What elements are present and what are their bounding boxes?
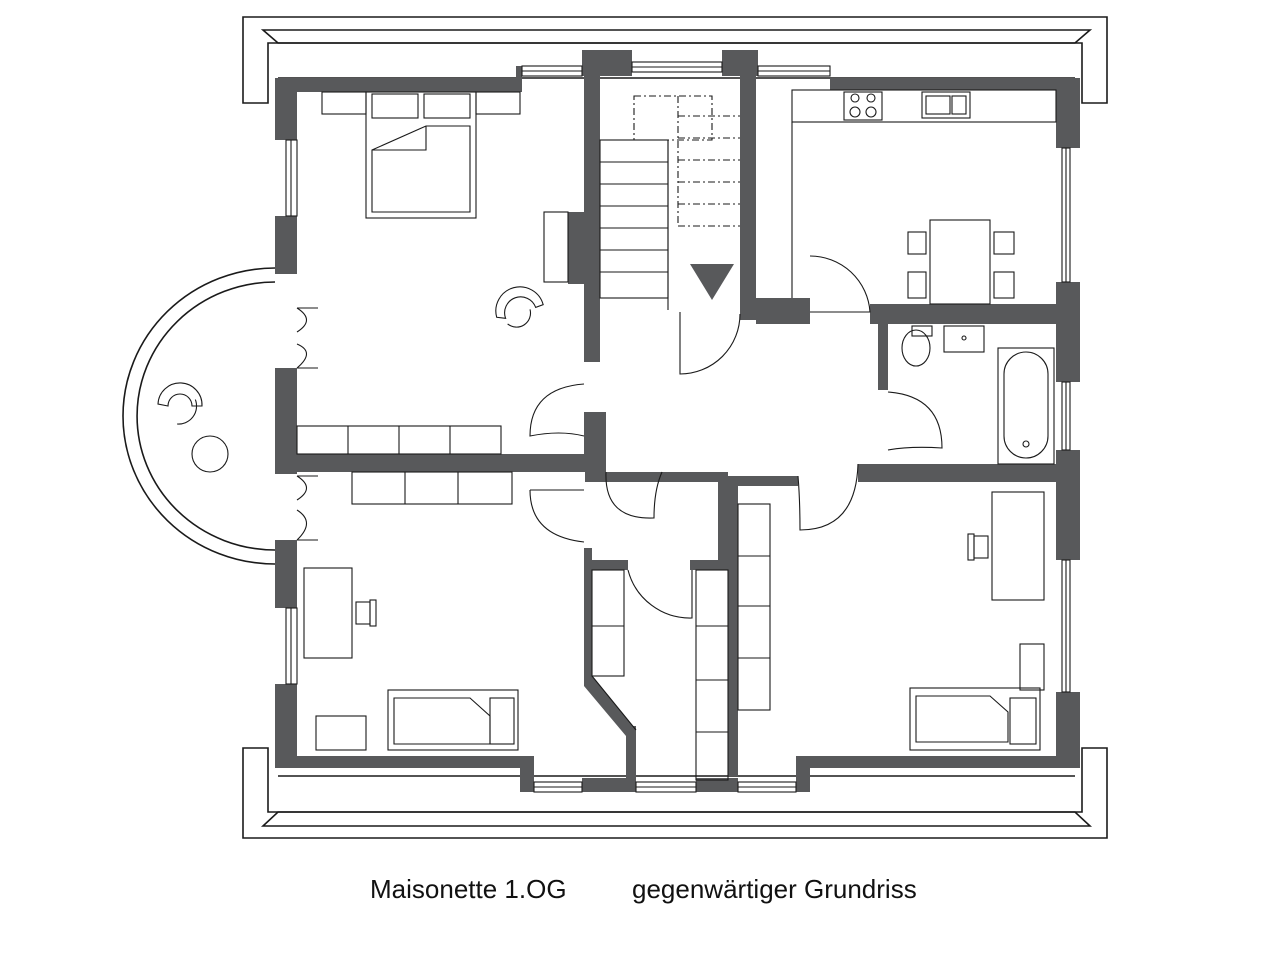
dining-table	[929, 219, 991, 305]
wardrobe-bottom	[351, 471, 513, 505]
wall-top-left	[275, 78, 520, 92]
wall-lower-right	[728, 476, 738, 776]
hall-closets	[591, 503, 771, 781]
shelf-right	[1019, 643, 1045, 691]
wall-left-mid2	[275, 368, 297, 474]
kitchen-counter	[791, 89, 1057, 123]
roof-eaves	[242, 16, 1108, 839]
wall-lower-left	[584, 548, 592, 678]
wall-bottom-bump-left	[520, 756, 534, 792]
wall-kitchen-bath	[870, 304, 1056, 324]
desk-chair-right	[967, 533, 989, 561]
balcony-table	[191, 435, 229, 473]
plan-title: Maisonette 1.OG	[370, 874, 567, 904]
balcony-doors	[296, 307, 318, 541]
bedroom-top-left	[296, 91, 569, 455]
desk-right	[991, 491, 1045, 601]
desk-left	[303, 567, 353, 659]
staircase	[599, 95, 740, 310]
wall-stair-left-lower	[584, 322, 600, 362]
wall-right-lower	[1056, 692, 1080, 768]
windows	[285, 61, 1071, 793]
wall-diagonal	[584, 676, 636, 780]
wall-bottom-right-bump	[796, 756, 810, 792]
wall-lower-left-top	[585, 472, 728, 482]
walls	[275, 50, 1080, 792]
bed-left	[387, 689, 519, 751]
wall-lower-center-top	[718, 476, 732, 570]
wall-lower-right-top	[728, 476, 798, 486]
wardrobe-top	[296, 425, 502, 455]
dining-chairs	[907, 231, 1015, 299]
wall-stair-right	[740, 76, 756, 320]
wall-stair-left	[584, 76, 600, 322]
kitchen	[791, 89, 1057, 305]
doors	[529, 255, 943, 619]
wall-left-mid1	[275, 216, 297, 274]
wall-stair-left-notch	[568, 212, 584, 284]
plan-subtitle: gegenwärtiger Grundriss	[632, 874, 917, 904]
wall-left-mid3	[275, 540, 297, 608]
balcony-chair	[157, 382, 203, 425]
wall-bedrooms-divider	[297, 454, 605, 472]
wall-closet-top-r	[690, 560, 738, 570]
bedroom-bottom-right	[909, 491, 1045, 751]
wall-top-bump-left	[516, 66, 522, 92]
toilet-icon	[901, 325, 933, 367]
wall-bath-bottom	[858, 464, 1056, 482]
nightstand-left	[315, 715, 367, 751]
bedroom-bottom-left	[303, 471, 519, 751]
bed-right	[909, 687, 1041, 751]
bathroom	[901, 325, 1055, 465]
wall-top-stair-r	[722, 50, 758, 76]
double-bed	[365, 91, 477, 219]
armchair-top-left	[495, 286, 544, 328]
wall-bottom-left	[275, 756, 530, 768]
wall-kitchen-bottom	[756, 298, 810, 324]
wall-right-mid2	[1056, 450, 1080, 560]
wall-right-upper	[1056, 78, 1080, 148]
wall-right-mid1	[1056, 282, 1080, 382]
wall-bath-left	[878, 324, 888, 390]
wall-bottom-mid3	[696, 778, 738, 792]
balcony	[122, 267, 276, 565]
stair-direction-arrow-icon	[690, 264, 734, 300]
wall-bottom-mid	[582, 778, 636, 792]
dresser	[543, 211, 569, 283]
wall-left-lower	[275, 684, 297, 768]
wall-bottom-right	[810, 756, 1080, 768]
wall-left-upper	[275, 78, 297, 140]
wall-closet-top-l	[584, 560, 628, 570]
wall-top-right	[830, 78, 1080, 90]
washbasin	[943, 325, 985, 353]
wall-top-stair	[582, 50, 632, 76]
wall-hall-left	[584, 412, 606, 472]
sink-icon	[921, 91, 971, 119]
desk-chair-left	[355, 599, 377, 627]
stove-icon	[843, 91, 883, 121]
bathtub	[997, 347, 1055, 465]
